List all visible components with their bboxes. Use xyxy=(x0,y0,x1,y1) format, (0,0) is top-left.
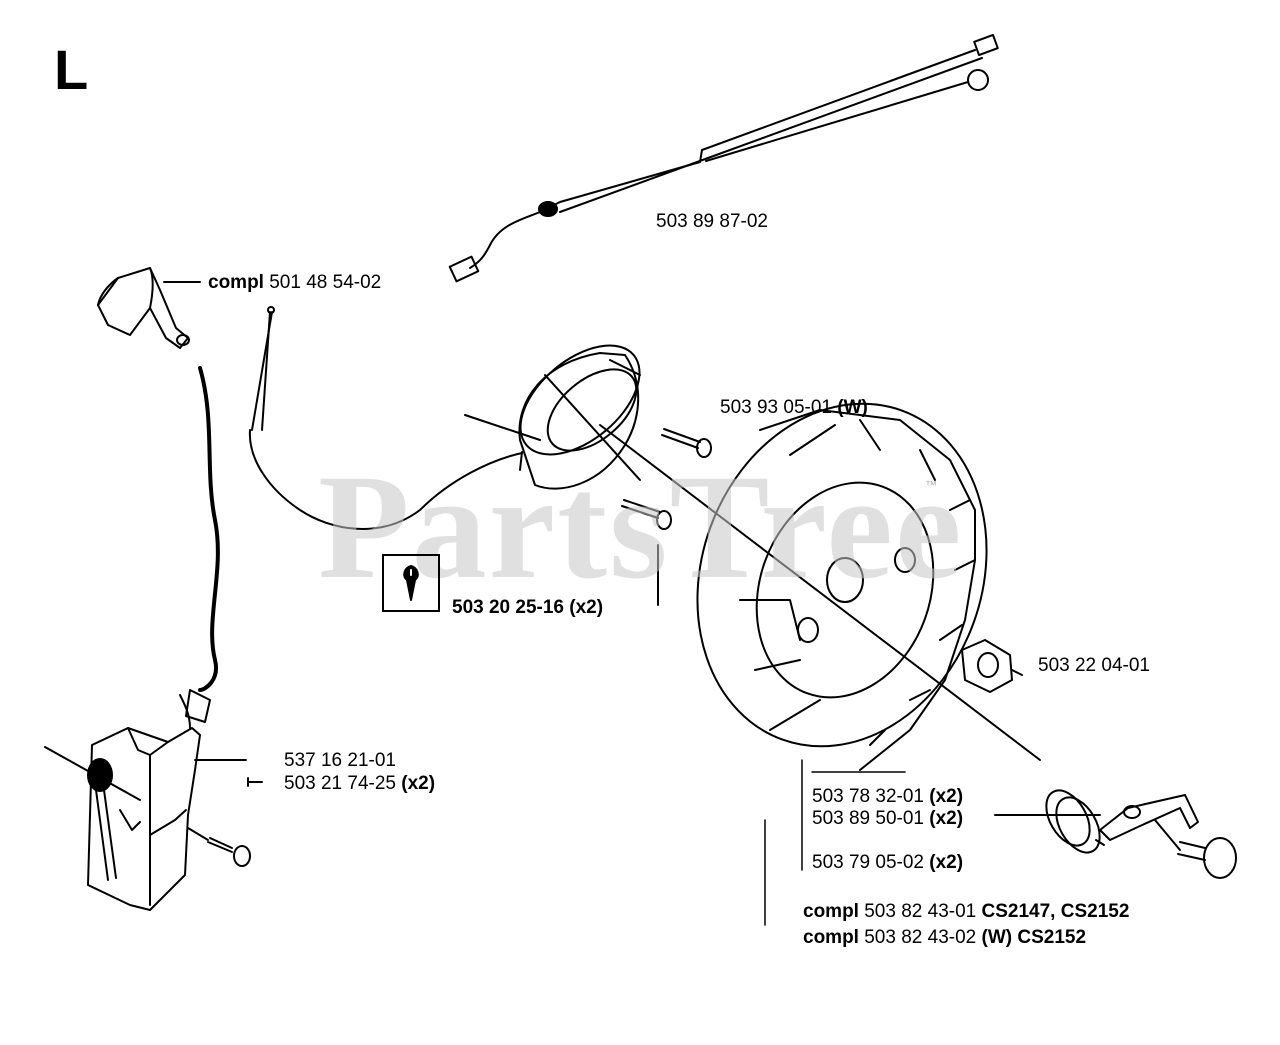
label-nut: 503 22 04-01 xyxy=(1038,655,1150,676)
ground-wire-part xyxy=(248,306,523,530)
leader-lines xyxy=(764,759,906,926)
pawl-part xyxy=(994,794,1199,841)
label-pawl-pin: 503 79 05-02 (x2) xyxy=(812,852,964,873)
label-compl-1: compl 503 82 43-01 CS2147, CS2152 xyxy=(803,901,1130,922)
watermark-trademark: ™ xyxy=(925,478,937,492)
wrench-icon xyxy=(403,565,419,601)
flywheel-part xyxy=(599,402,1041,771)
label-module-screw: 503 21 74-25 (x2) xyxy=(284,773,436,794)
section-letter: L xyxy=(54,38,89,101)
label-spring: 503 89 50-01 (x2) xyxy=(812,808,964,829)
pawl-pin-part xyxy=(1154,819,1237,879)
tool-box xyxy=(382,554,440,612)
label-ignition-cable: 503 89 87-02 xyxy=(656,211,768,232)
watermark: PartsTree xyxy=(318,444,964,610)
label-flywheel: 503 93 05-01 (W) xyxy=(720,397,868,418)
spring-part xyxy=(1045,789,1105,854)
label-pawl: 503 78 32-01 (x2) xyxy=(812,786,964,807)
label-ignition-module: 537 16 21-01 xyxy=(284,750,396,771)
label-spark-cap: compl 501 48 54-02 xyxy=(208,272,382,293)
stator-screws-part xyxy=(621,428,712,606)
ht-lead xyxy=(198,366,220,692)
label-compl-2: compl 503 82 43-02 (W) CS2152 xyxy=(803,927,1087,948)
label-stator-screw: 503 20 25-16 (x2) xyxy=(452,597,604,618)
module-screw-part xyxy=(187,827,251,867)
spark-plug-cap-part xyxy=(97,267,201,349)
ignition-module-part xyxy=(44,689,263,911)
nut-part xyxy=(961,639,1023,693)
ignition-cable-part xyxy=(448,34,999,283)
